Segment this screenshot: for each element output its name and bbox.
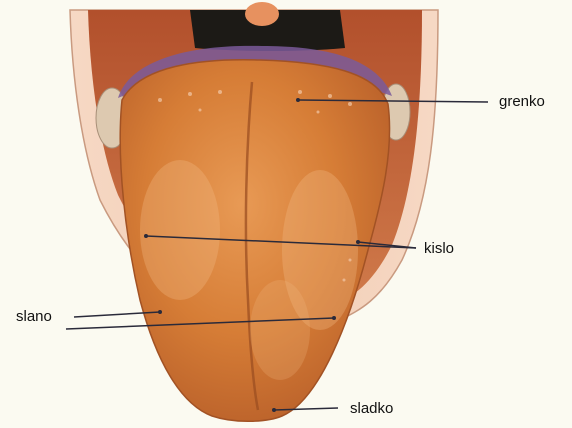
- uvula: [245, 2, 279, 26]
- highlight-left: [140, 160, 220, 300]
- label-sweet: sladko: [350, 401, 393, 416]
- highlight-center: [250, 280, 310, 380]
- label-bitter: grenko: [499, 94, 545, 109]
- label-salty: slano: [16, 309, 52, 324]
- label-sour: kislo: [424, 241, 454, 256]
